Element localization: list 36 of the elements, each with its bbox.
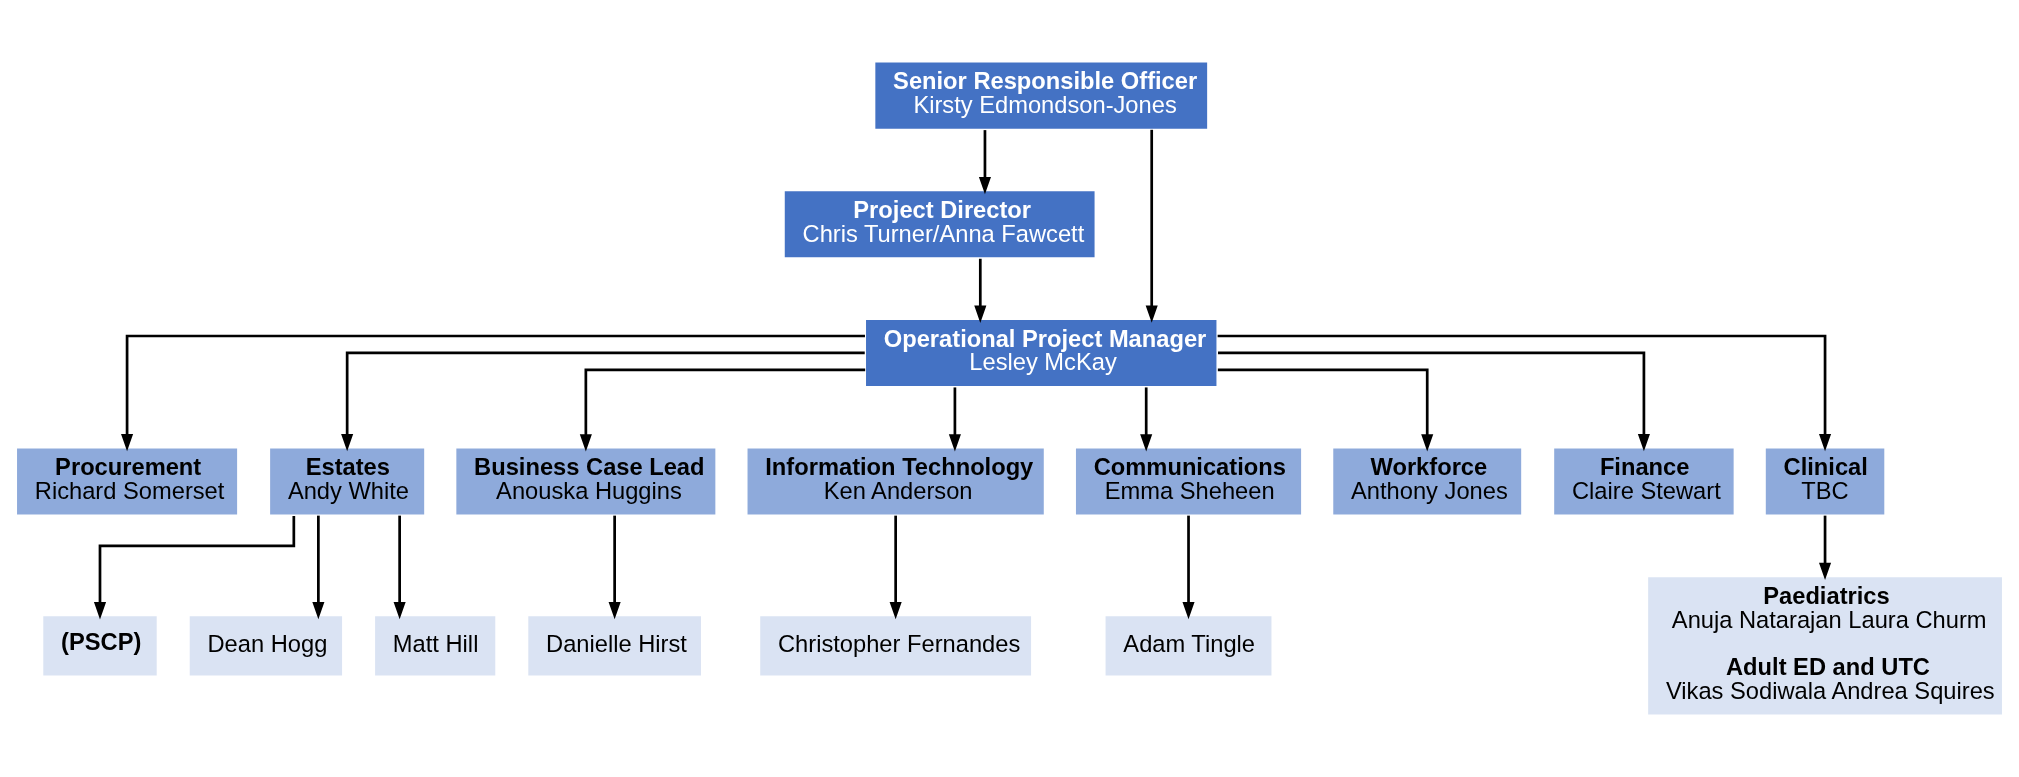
arrow	[978, 130, 991, 195]
arrow	[393, 515, 406, 620]
node-box: Business Case Lead Anouska Huggins	[454, 446, 718, 517]
node-box: Project Director Chris Turner/Anna Fawcett	[783, 189, 1097, 259]
arrow	[1182, 515, 1195, 620]
node-box: Senior Responsible Officer Kirsty Edmondson-Jones	[873, 60, 1209, 131]
arrow	[121, 334, 865, 452]
arrow	[889, 515, 902, 620]
node-box: Adam Tingle	[1103, 614, 1274, 678]
arrow	[93, 516, 296, 620]
node-box: Finance Claire Stewart	[1552, 446, 1736, 517]
node-box: Danielle Hirst	[526, 614, 703, 678]
arrow	[1217, 368, 1434, 452]
node-box: Information Technology Ken Anderson	[745, 446, 1046, 517]
arrow	[341, 351, 865, 452]
arrow	[608, 515, 621, 620]
node-box: Procurement Richard Somerset	[15, 446, 239, 517]
arrow	[1140, 387, 1153, 452]
node-box: Clinical TBC	[1764, 446, 1886, 517]
arrow	[948, 387, 961, 452]
node-box: Estates Andy White	[268, 446, 426, 517]
node-box: Communications Emma Sheheen	[1074, 446, 1303, 517]
node-box: Christopher Fernandes	[758, 614, 1033, 678]
arrow	[312, 515, 325, 620]
arrow	[1217, 334, 1832, 452]
arrow	[1218, 351, 1650, 452]
arrow	[1145, 129, 1158, 323]
node-box: Operational Project Manager Lesley McKay	[864, 318, 1219, 388]
node-box: Paediatrics Anuja Natarajan Laura Churm Adult ED and UTC Vikas Sodiwala Andrea Squires	[1646, 575, 2004, 717]
arrow	[1819, 515, 1832, 581]
arrow	[579, 368, 866, 452]
arrow	[974, 258, 987, 323]
node-box: Matt Hill	[373, 614, 497, 678]
node-box: Dean Hogg	[188, 614, 344, 678]
node-box: (PSCP)	[41, 614, 159, 678]
node-box: Workforce Anthony Jones	[1331, 446, 1523, 517]
